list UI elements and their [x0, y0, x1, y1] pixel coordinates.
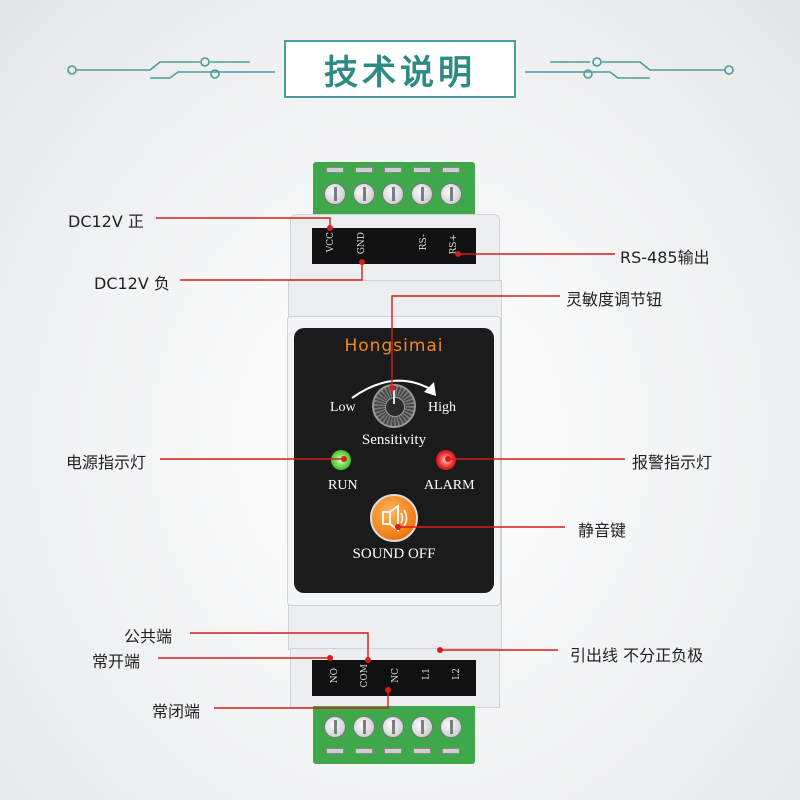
- screw-icon: [324, 716, 346, 738]
- run-led: [331, 450, 351, 470]
- sensitivity-arrow-icon: [351, 379, 436, 399]
- screw-icon: [440, 716, 462, 738]
- callout-lead-wire: 引出线 不分正负极: [570, 646, 704, 665]
- knob-low-label: Low: [330, 400, 356, 415]
- title-box: 技术说明: [284, 40, 516, 98]
- sensitivity-knob[interactable]: [372, 384, 416, 428]
- run-label: RUN: [328, 478, 358, 493]
- screw-icon: [440, 183, 462, 205]
- callout-common: 公共端: [124, 627, 173, 646]
- top-terminal-strip: VCC GND RS- RS+: [312, 228, 476, 264]
- sensitivity-label: Sensitivity: [361, 432, 427, 448]
- callout-alarm-indicator: 报警指示灯: [632, 453, 713, 472]
- control-panel: Hongsimai Low High Sensitivity RUN ALARM…: [294, 328, 494, 593]
- screw-icon: [382, 183, 404, 205]
- callout-power-indicator: 电源指示灯: [66, 453, 147, 472]
- callout-sensitivity-knob: 灵敏度调节钮: [566, 290, 663, 309]
- bottom-terminal-strip: NO COM NC L1 L2: [312, 660, 476, 696]
- screw-icon: [353, 183, 375, 205]
- knob-high-label: High: [428, 400, 456, 415]
- screw-icon: [353, 716, 375, 738]
- sound-off-button[interactable]: [370, 494, 418, 542]
- callout-dc12v-positive: DC12V 正: [68, 212, 144, 231]
- screw-icon: [382, 716, 404, 738]
- callout-normally-open: 常开端: [92, 652, 141, 671]
- brand-label: Hongsimai: [344, 336, 444, 356]
- callout-dc12v-negative: DC12V 负: [94, 274, 170, 293]
- top-terminal-block: [313, 162, 475, 216]
- callout-rs485-output: RS-485输出: [620, 248, 710, 267]
- callout-normally-closed: 常闭端: [152, 702, 201, 721]
- sound-off-label: SOUND OFF: [352, 546, 436, 562]
- screw-icon: [411, 183, 433, 205]
- bottom-terminal-block: [313, 706, 475, 764]
- page-title: 技术说明: [324, 52, 476, 93]
- callout-mute-key: 静音键: [578, 521, 627, 540]
- circuit-decoration: [67, 57, 734, 79]
- alarm-label: ALARM: [424, 478, 475, 493]
- screw-icon: [324, 183, 346, 205]
- screw-icon: [411, 716, 433, 738]
